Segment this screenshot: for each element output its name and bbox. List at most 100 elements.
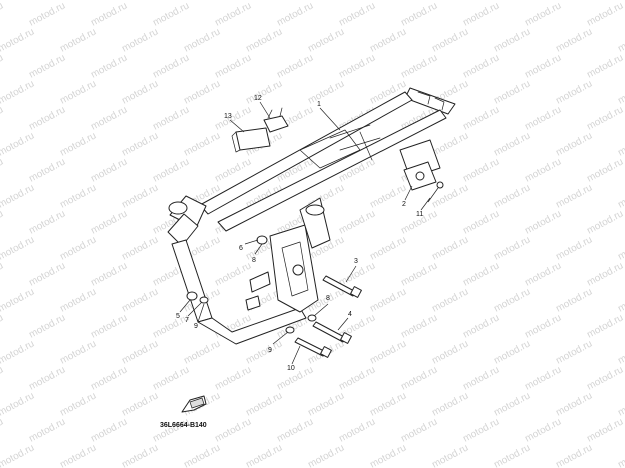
- watermark-text: motod.ru: [120, 286, 160, 314]
- watermark-text: motod.ru: [89, 208, 129, 236]
- watermark-text: motod.ru: [461, 0, 501, 28]
- watermark-text: motod.ru: [213, 364, 253, 392]
- watermark-text: motod.ru: [120, 130, 160, 158]
- watermark-text: motod.ru: [554, 338, 594, 366]
- callout-2: 2: [402, 201, 406, 208]
- watermark-text: motod.ru: [616, 78, 625, 106]
- watermark-text: motod.ru: [120, 234, 160, 262]
- watermark-text: motod.ru: [368, 338, 408, 366]
- watermark-text: motod.ru: [151, 364, 191, 392]
- watermark-text: motod.ru: [213, 52, 253, 80]
- callout-9a: 9: [194, 323, 198, 330]
- watermark-text: motod.ru: [492, 26, 532, 54]
- watermark-text: motod.ru: [492, 442, 532, 468]
- backbone-tube-left: [199, 91, 413, 215]
- watermark-text: motod.ru: [399, 416, 439, 444]
- watermark-text: motod.ru: [430, 234, 470, 262]
- watermark-text: motod.ru: [554, 234, 594, 262]
- bolt-head-11: [436, 181, 444, 189]
- watermark-text: motod.ru: [368, 26, 408, 54]
- watermark-text: motod.ru: [182, 130, 222, 158]
- watermark-text: motod.ru: [58, 442, 98, 468]
- watermark-text: motod.ru: [461, 104, 501, 132]
- callout-8b: 8: [326, 295, 330, 302]
- part-10-bolt: [294, 337, 332, 358]
- watermark-text: motod.ru: [0, 78, 36, 106]
- callout-11: 11: [416, 211, 423, 218]
- watermark-text: motod.ru: [337, 52, 377, 80]
- bolt-head-10: [320, 346, 332, 358]
- watermark-text: motod.ru: [89, 416, 129, 444]
- watermark-text: motod.ru: [616, 338, 625, 366]
- watermark-text: motod.ru: [0, 260, 5, 288]
- watermark-text: motod.ru: [523, 260, 563, 288]
- watermark-text: motod.ru: [461, 364, 501, 392]
- watermark-text: motod.ru: [523, 364, 563, 392]
- watermark-text: motod.ru: [89, 52, 129, 80]
- watermark-text: motod.ru: [58, 130, 98, 158]
- watermark-text: motod.ru: [151, 416, 191, 444]
- watermark-text: motod.ru: [554, 0, 594, 3]
- watermark-text: motod.ru: [89, 260, 129, 288]
- watermark-text: motod.ru: [0, 0, 5, 28]
- watermark-text: motod.ru: [306, 78, 346, 106]
- watermark-text: motod.ru: [368, 286, 408, 314]
- watermark-text: motod.ru: [616, 26, 625, 54]
- watermark-text: motod.ru: [430, 338, 470, 366]
- watermark-text: motod.ru: [120, 390, 160, 418]
- callout-4: 4: [348, 311, 352, 318]
- watermark-text: motod.ru: [492, 286, 532, 314]
- watermark-text: motod.ru: [616, 130, 625, 158]
- nut-5: [186, 291, 198, 301]
- watermark-text: motod.ru: [585, 0, 625, 28]
- watermark-text: motod.ru: [89, 156, 129, 184]
- watermark-text: motod.ru: [585, 208, 625, 236]
- bolt-shank-10: [294, 337, 327, 357]
- watermark-text: motod.ru: [275, 416, 315, 444]
- watermark-text: motod.ru: [523, 104, 563, 132]
- watermark-text: motod.ru: [492, 0, 532, 3]
- callout-labels: 1 2 3 4 5 6 7 8 8 9 9 10 11 12 13: [176, 95, 423, 372]
- watermark-text: motod.ru: [27, 104, 67, 132]
- part-11-bolt: [427, 181, 444, 203]
- watermark-text: motod.ru: [182, 442, 222, 468]
- clip-tabs: [267, 107, 283, 119]
- watermark-text: motod.ru: [58, 0, 98, 3]
- callout-5: 5: [176, 313, 180, 320]
- watermark-text: motod.ru: [399, 312, 439, 340]
- watermark-text: motod.ru: [306, 442, 346, 468]
- orientation-arrow: [181, 395, 207, 413]
- watermark-text: motod.ru: [585, 52, 625, 80]
- watermark-text: motod.ru: [244, 338, 284, 366]
- rubber-pad: [235, 127, 271, 151]
- watermark-text: motod.ru: [89, 104, 129, 132]
- washer-7: [199, 296, 209, 304]
- watermark-text: motod.ru: [430, 26, 470, 54]
- engine-mount-tab: [249, 271, 271, 293]
- watermark-text: motod.ru: [523, 312, 563, 340]
- watermark-text: motod.ru: [182, 0, 222, 3]
- watermark-text: motod.ru: [182, 338, 222, 366]
- watermark-text: motod.ru: [492, 182, 532, 210]
- watermark-text: motod.ru: [306, 0, 346, 3]
- watermark-text: motod.ru: [120, 442, 160, 468]
- watermark-text: motod.ru: [58, 338, 98, 366]
- callout-7: 7: [185, 317, 189, 324]
- watermark-text: motod.ru: [461, 260, 501, 288]
- watermark-text: motod.ru: [0, 130, 36, 158]
- watermark-text: motod.ru: [213, 0, 253, 28]
- watermark-text: motod.ru: [244, 26, 284, 54]
- watermark-text: motod.ru: [58, 26, 98, 54]
- bolt-shank-4: [312, 321, 347, 343]
- bracket-hole: [415, 171, 425, 181]
- watermark-text: motod.ru: [399, 364, 439, 392]
- watermark-text: motod.ru: [492, 390, 532, 418]
- watermark-text: motod.ru: [27, 156, 67, 184]
- arrow-fill: [189, 397, 205, 409]
- watermark-text: motod.ru: [523, 208, 563, 236]
- watermark-text: motod.ru: [585, 364, 625, 392]
- watermark-text: motod.ru: [616, 390, 625, 418]
- watermark-text: motod.ru: [554, 78, 594, 106]
- watermark-text: motod.ru: [616, 182, 625, 210]
